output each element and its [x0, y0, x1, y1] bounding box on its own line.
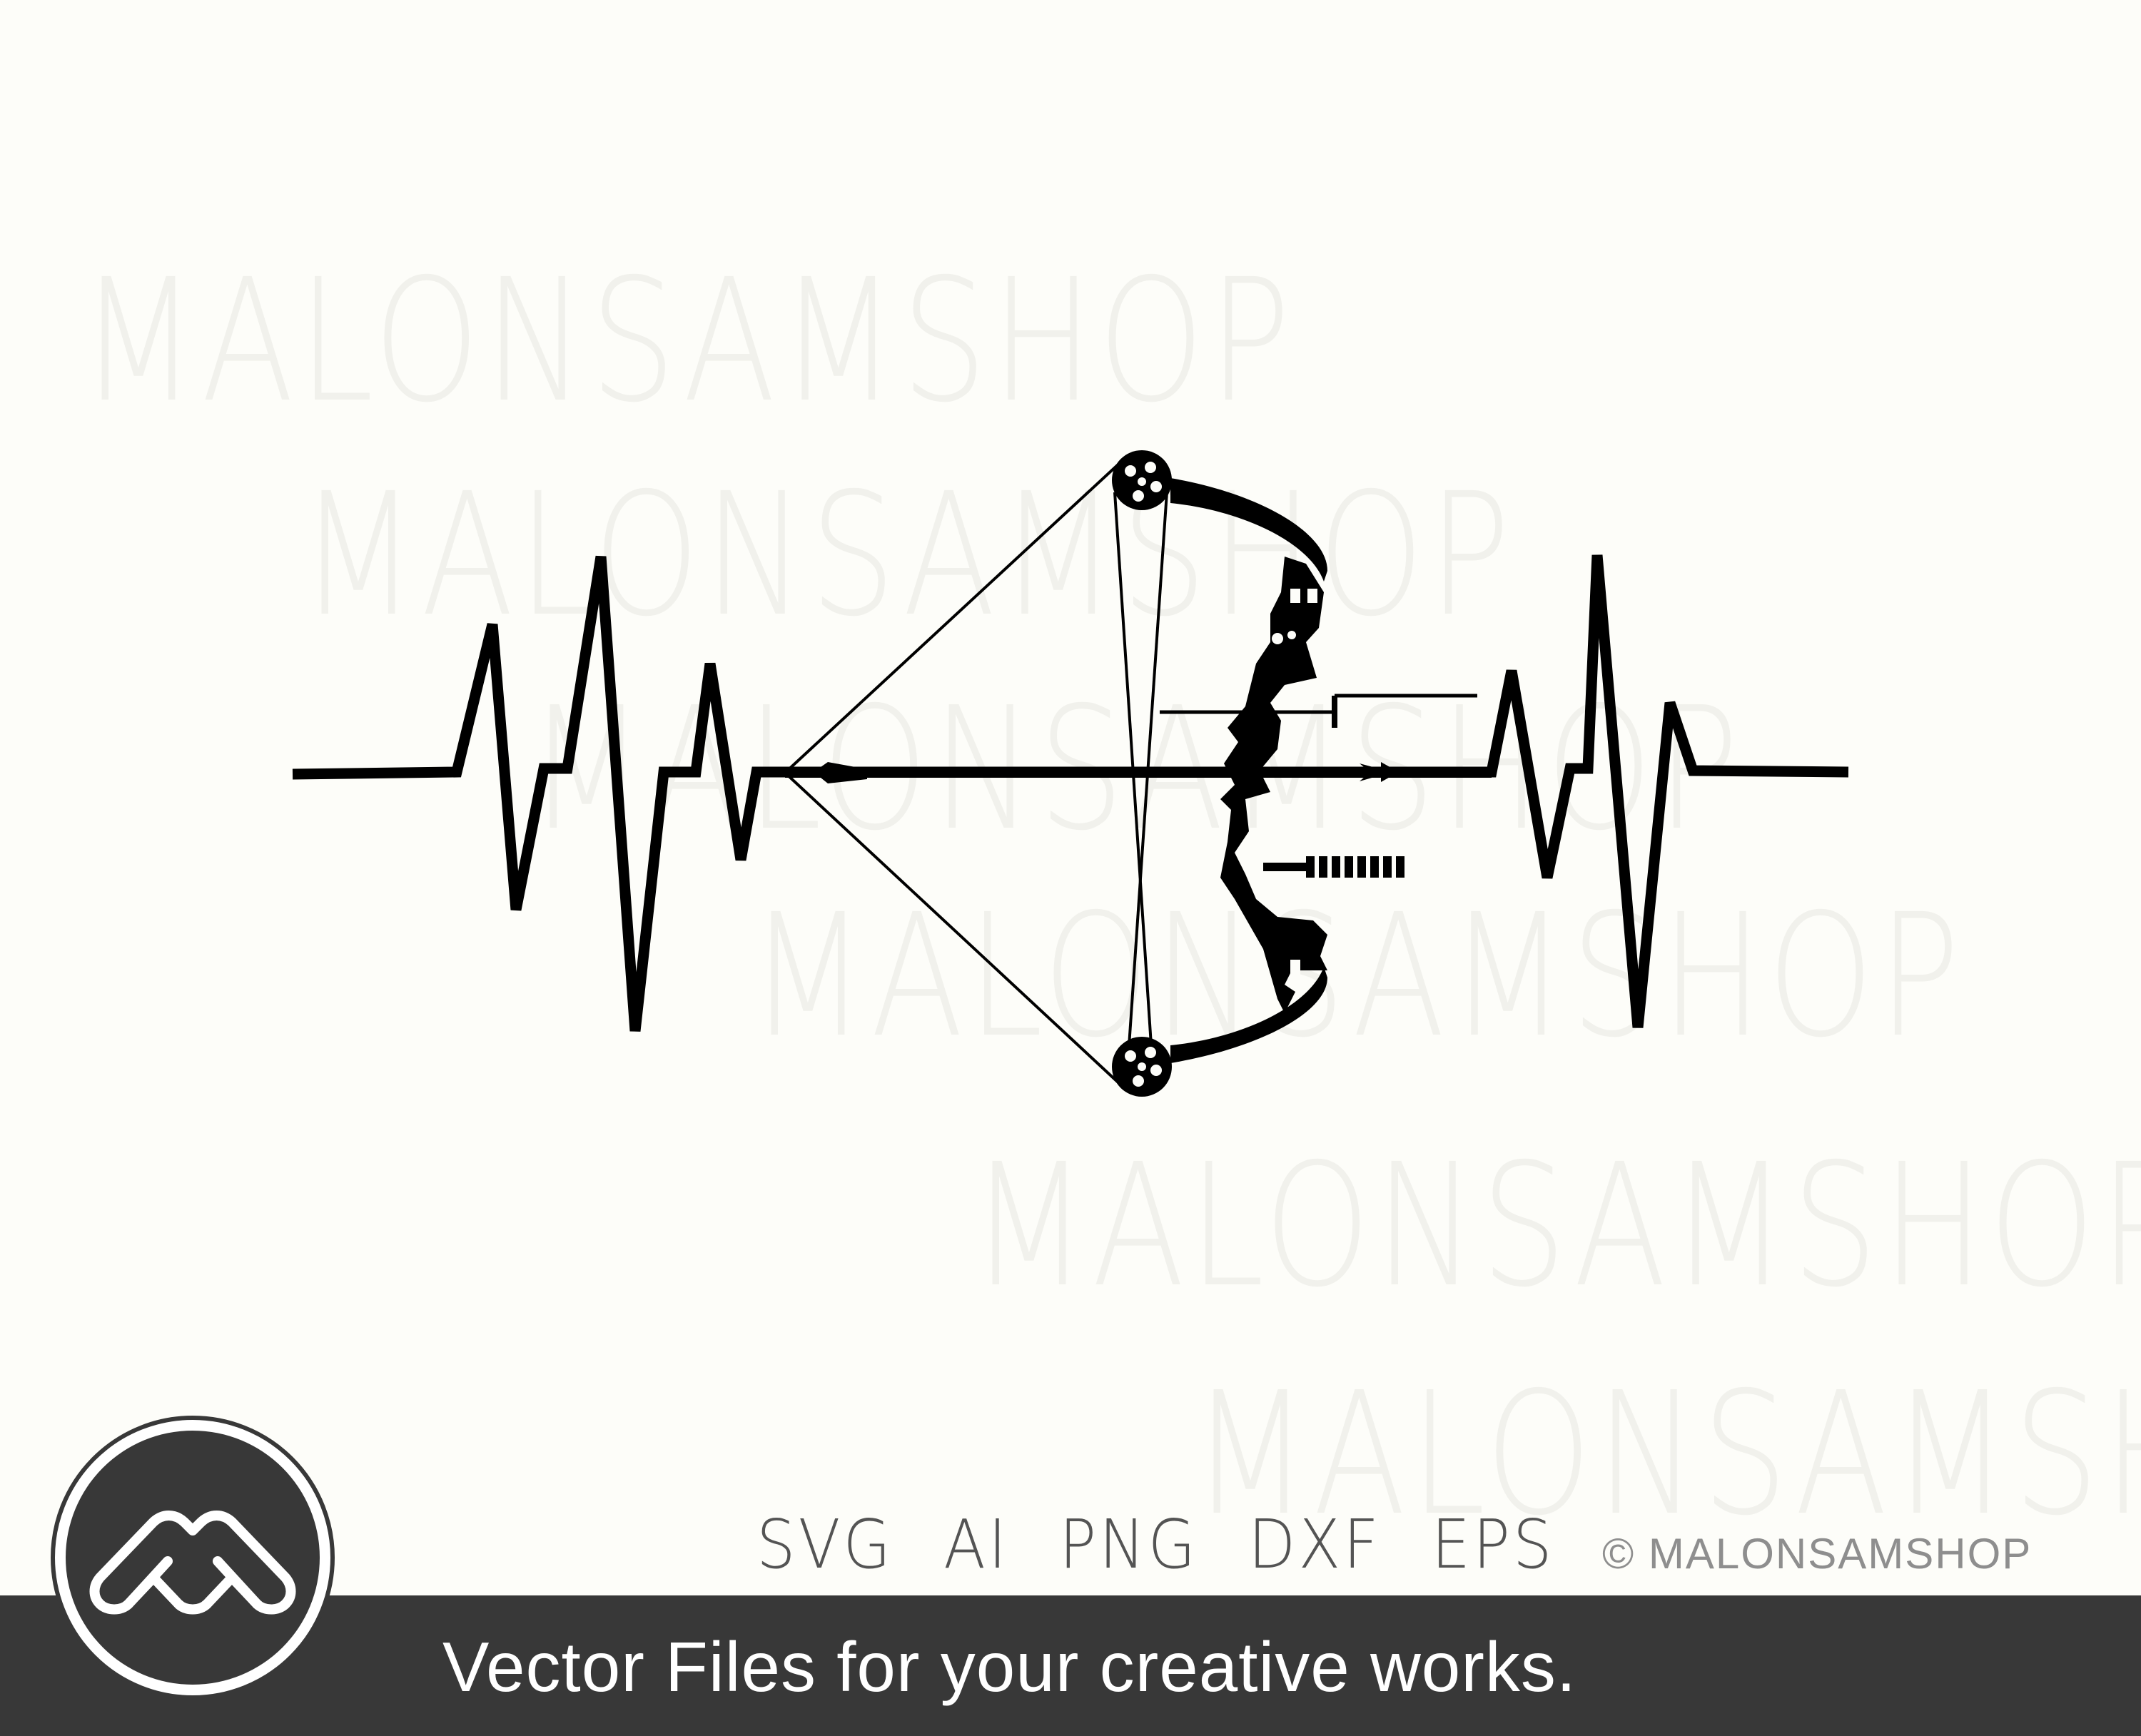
bow-string: [784, 461, 1122, 774]
bow-stabilizer: [1306, 856, 1404, 878]
file-formats: SVG AI PNG DXF EPS: [756, 1506, 1555, 1584]
bow-lower-limb: [1170, 967, 1327, 1063]
arrow-tip: [1360, 763, 1392, 781]
watermark-text: MALONSAMSHOP: [1192, 1356, 2141, 1553]
format-dxf: DXF: [1248, 1506, 1382, 1584]
bow-upper-limb: [1170, 478, 1327, 582]
format-png: PNG: [1059, 1506, 1199, 1584]
bow-riser: [1220, 557, 1327, 1013]
tagline: Vector Files for your creative works.: [442, 1628, 1577, 1706]
format-ai: AI: [943, 1506, 1010, 1584]
watermark-text: MALONSAMSHOP: [971, 1127, 2141, 1325]
bow-cam-bottom: [1112, 1037, 1172, 1097]
arrow-fletching: [814, 762, 867, 783]
watermark-text: MALONSAMSHOP: [80, 243, 1295, 440]
copyright-text: © MALONSAMSHOP: [1602, 1530, 2033, 1578]
bow-string: [784, 771, 1122, 1086]
format-eps: EPS: [1431, 1506, 1555, 1584]
malonsamshop-logo-icon: [51, 1416, 335, 1700]
format-svg: SVG: [756, 1506, 894, 1584]
bow-cable: [1113, 492, 1154, 1067]
footer-band: [0, 1595, 2141, 1736]
bow-cam-top: [1112, 450, 1172, 510]
heartbeat-line: [292, 554, 1849, 1032]
bow-cable: [1126, 492, 1168, 1067]
watermark-text: MALONSAMSHOP: [749, 878, 1965, 1075]
arrow-tip: [1381, 762, 1399, 782]
